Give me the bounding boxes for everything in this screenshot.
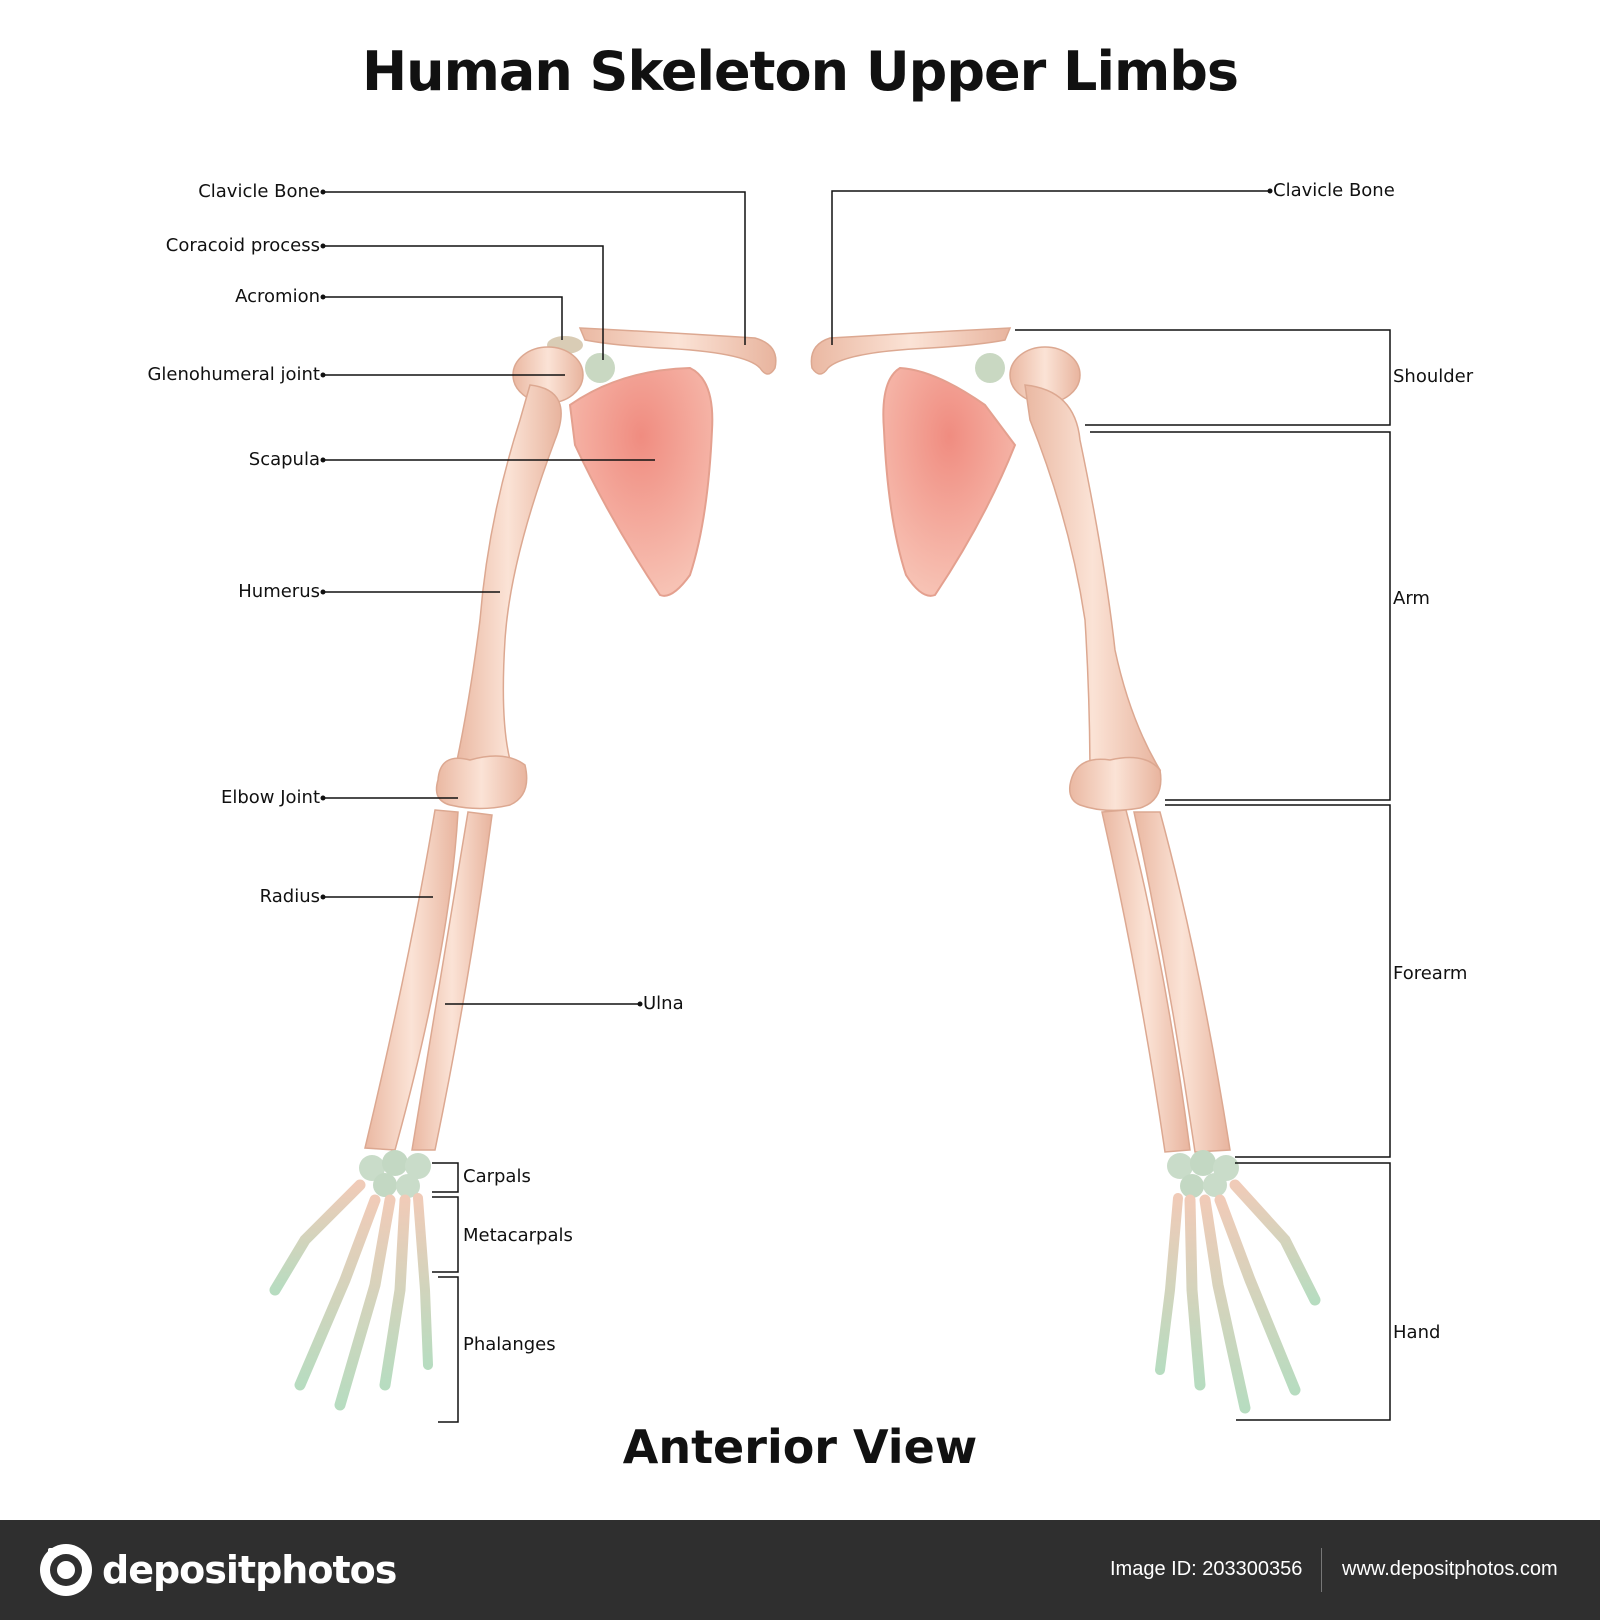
footer-bar: depositphotos Image ID: 203300356 www.de… [0,1520,1600,1620]
label-elbow: Elbow Joint [220,787,320,808]
left-leader-dots [320,189,643,1007]
label-humerus: Humerus [238,581,320,602]
right-radius [1101,809,1191,1153]
brand-name: depositphotos [102,1548,397,1592]
right-elbow [1068,756,1162,812]
view-subtitle: Anterior View [622,1420,978,1474]
label-arm: Arm [1393,588,1430,609]
left-leader-lines [323,191,746,1423]
label-radius: Radius [259,886,320,907]
label-ulna: Ulna [643,993,684,1014]
label-clavicle-left: Clavicle Bone [198,181,320,202]
image-id: Image ID: 203300356 [1110,1558,1303,1580]
label-forearm: Forearm [1393,963,1468,984]
label-carpals: Carpals [463,1166,531,1187]
right-hand-bones [1155,1179,1321,1414]
brand-logo[interactable]: depositphotos [38,1542,397,1598]
page-title: Human Skeleton Upper Limbs [361,40,1239,103]
label-acromion: Acromion [235,286,320,307]
left-carpals [359,1150,431,1198]
right-carpals [1167,1150,1239,1198]
left-elbow [435,755,528,810]
label-phalanges: Phalanges [463,1334,556,1355]
label-hand: Hand [1393,1322,1441,1343]
footer-divider [1321,1548,1322,1592]
right-leader-lines [831,190,1391,1421]
left-scapula [568,366,714,597]
left-humerus [454,384,562,771]
left-ulna [411,811,493,1151]
skeleton-diagram [269,188,1391,1423]
right-clavicle [810,327,1012,375]
camera-icon [40,1544,92,1596]
right-limb [810,327,1321,1414]
label-coracoid: Coracoid process [165,235,320,256]
label-clavicle-right: Clavicle Bone [1273,180,1395,201]
right-humerus [1024,384,1162,781]
right-scapula [882,366,1017,597]
label-metacarpals: Metacarpals [463,1225,573,1246]
site-link[interactable]: www.depositphotos.com [1342,1558,1558,1580]
right-coracoid [975,353,1005,383]
label-scapula: Scapula [248,449,320,470]
right-leader-dots [1267,188,1273,194]
left-limb [269,327,777,1411]
right-ulna [1133,811,1231,1153]
left-coracoid [585,353,615,383]
label-shoulder: Shoulder [1393,366,1474,387]
left-hand-bones [269,1179,433,1411]
left-clavicle [578,327,777,375]
label-glenohumeral: Glenohumeral joint [147,364,320,385]
